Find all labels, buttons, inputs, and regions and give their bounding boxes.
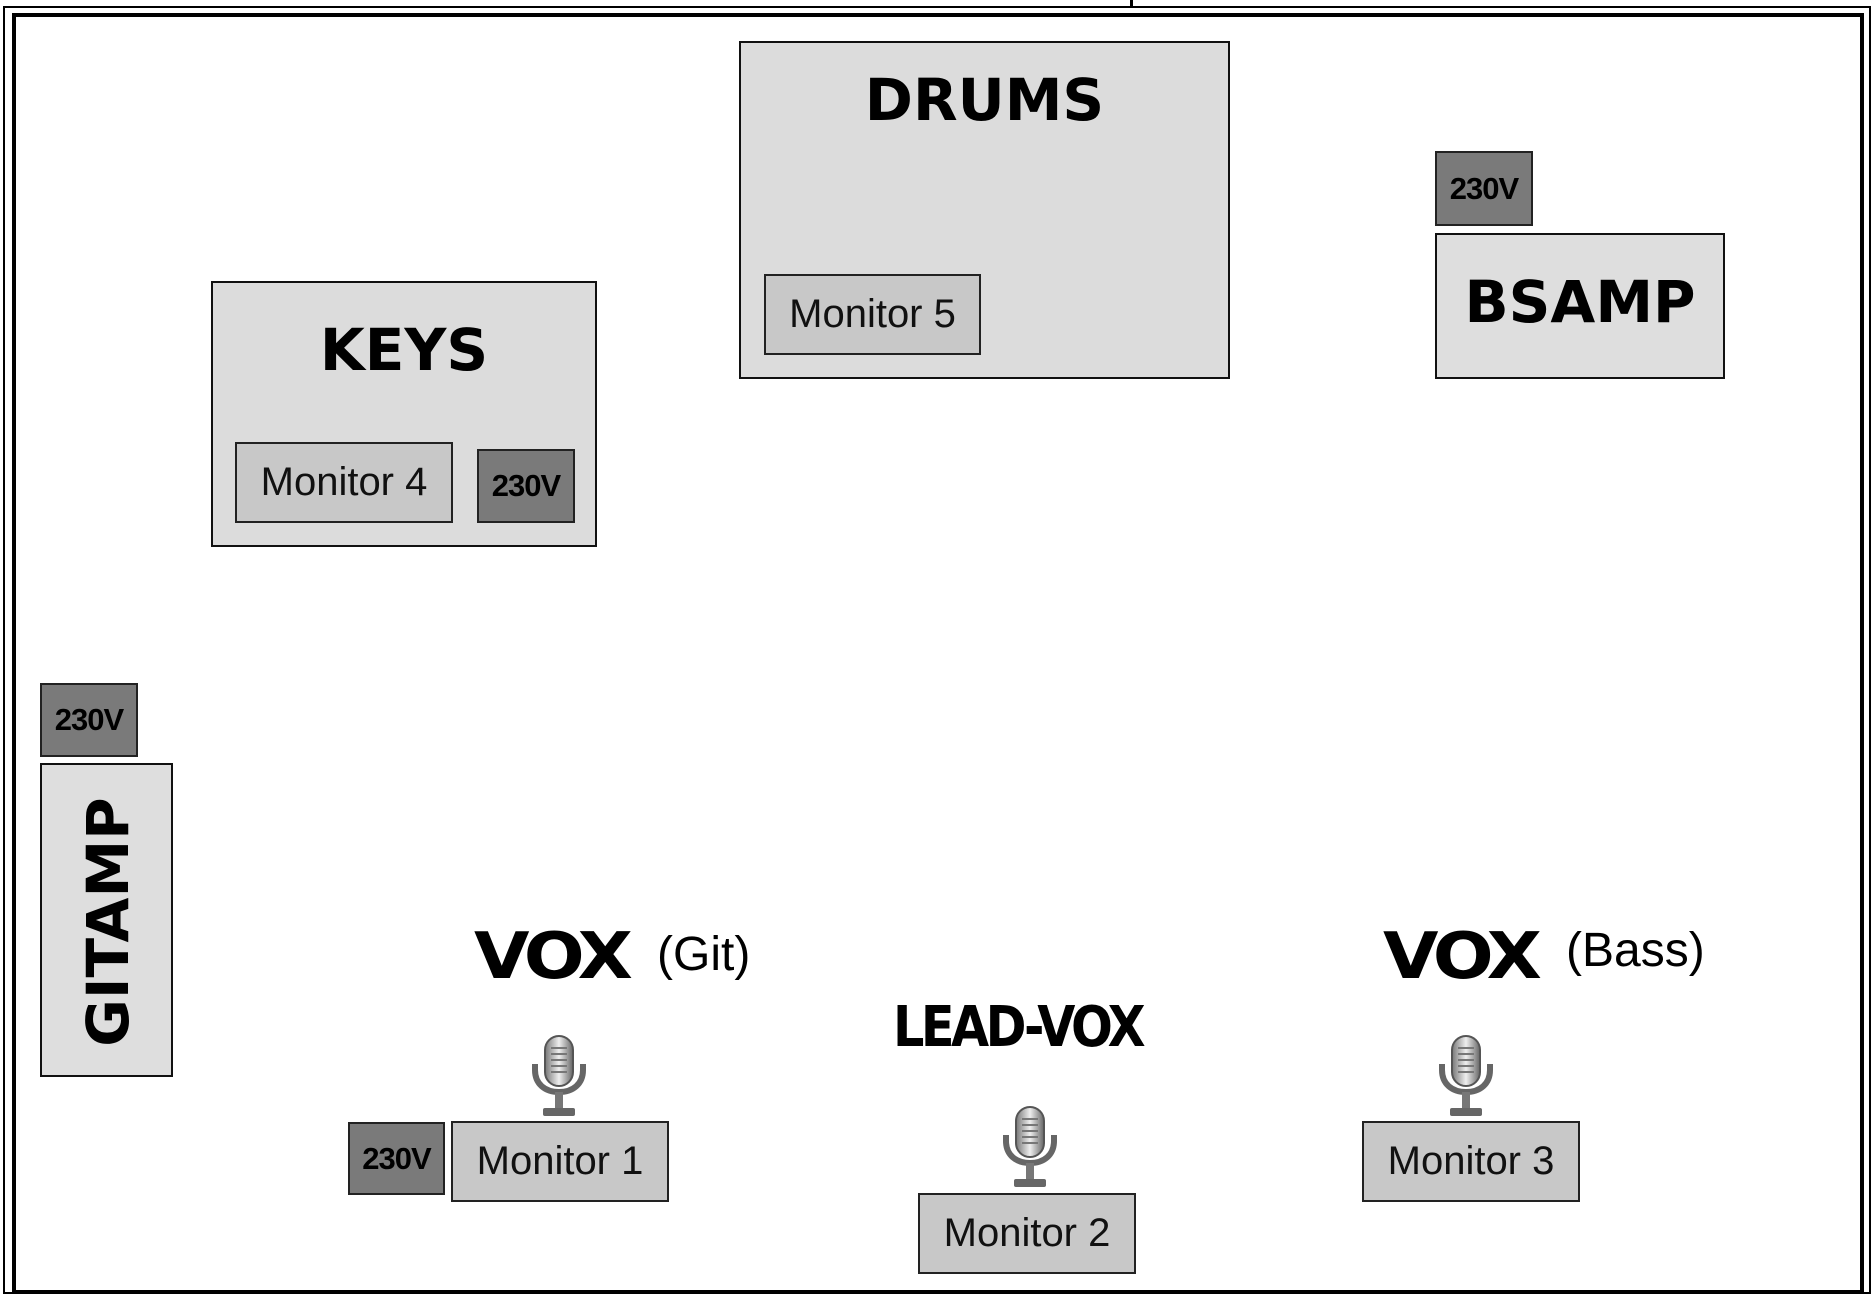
drums-riser: DRUMS Monitor 5	[739, 41, 1230, 379]
microphone-icon	[532, 1035, 586, 1116]
bass-amp-label: BSAMP	[1464, 268, 1696, 336]
top-edge-mark	[1130, 0, 1133, 6]
monitor-3: Monitor 3	[1362, 1121, 1580, 1202]
drums-label: DRUMS	[864, 66, 1105, 134]
monitor-5: Monitor 5	[764, 274, 981, 355]
microphone-icon	[1003, 1106, 1057, 1187]
monitor-1: Monitor 1	[451, 1121, 669, 1202]
vox-git-power-outlet: 230V	[348, 1122, 445, 1195]
keys-label: KEYS	[319, 316, 489, 384]
vox-bass-label: VOX	[1383, 920, 1542, 994]
vox-git-sub: (Git)	[657, 928, 751, 981]
guitar-amp-label: GITAMP	[74, 797, 142, 1047]
monitor-4: Monitor 4	[235, 442, 453, 523]
stage-area	[12, 13, 1864, 1294]
vox-bass-sub: (Bass)	[1566, 924, 1705, 977]
vox-git-label: VOX	[474, 920, 633, 994]
monitor-2: Monitor 2	[918, 1193, 1136, 1274]
bass-amp: BSAMP	[1435, 233, 1725, 379]
bass-amp-power-outlet: 230V	[1435, 151, 1533, 226]
keys-power-outlet: 230V	[477, 449, 575, 523]
guitar-amp-power-outlet: 230V	[40, 683, 138, 757]
keys-area: KEYS Monitor 4 230V	[211, 281, 597, 547]
guitar-amp: GITAMP	[40, 763, 173, 1077]
lead-vox-label: LEAD-VOX	[893, 995, 1146, 1060]
microphone-icon	[1439, 1035, 1493, 1116]
